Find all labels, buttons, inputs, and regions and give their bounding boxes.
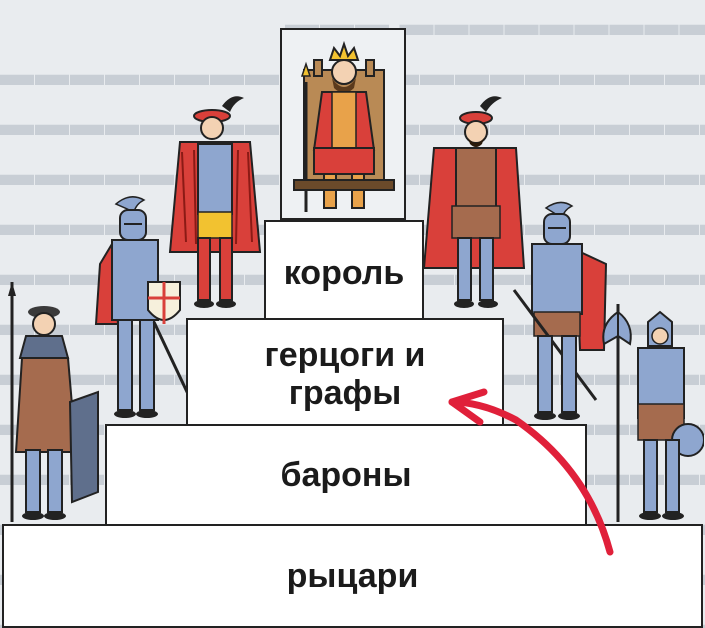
tier-knights: рыцари	[2, 524, 703, 628]
baron-left-knight-icon	[94, 196, 190, 418]
tier-barons: бароны	[105, 424, 587, 526]
count-right-icon	[422, 96, 526, 308]
tier-knights-label: рыцари	[286, 557, 419, 595]
tier-dukes-counts-label: герцоги и графы	[264, 336, 426, 412]
tier-barons-label: бароны	[280, 456, 412, 494]
tier-dukes-counts: герцоги и графы	[186, 318, 504, 426]
tier-king-label: король	[283, 254, 405, 292]
knight-left-spearman-icon	[8, 282, 99, 522]
tier-king: король	[264, 220, 424, 320]
duke-left-icon	[168, 96, 262, 308]
knight-right-axeman-icon	[602, 304, 704, 522]
baron-right-knight-icon	[512, 201, 608, 420]
king-on-throne-icon	[293, 40, 395, 212]
